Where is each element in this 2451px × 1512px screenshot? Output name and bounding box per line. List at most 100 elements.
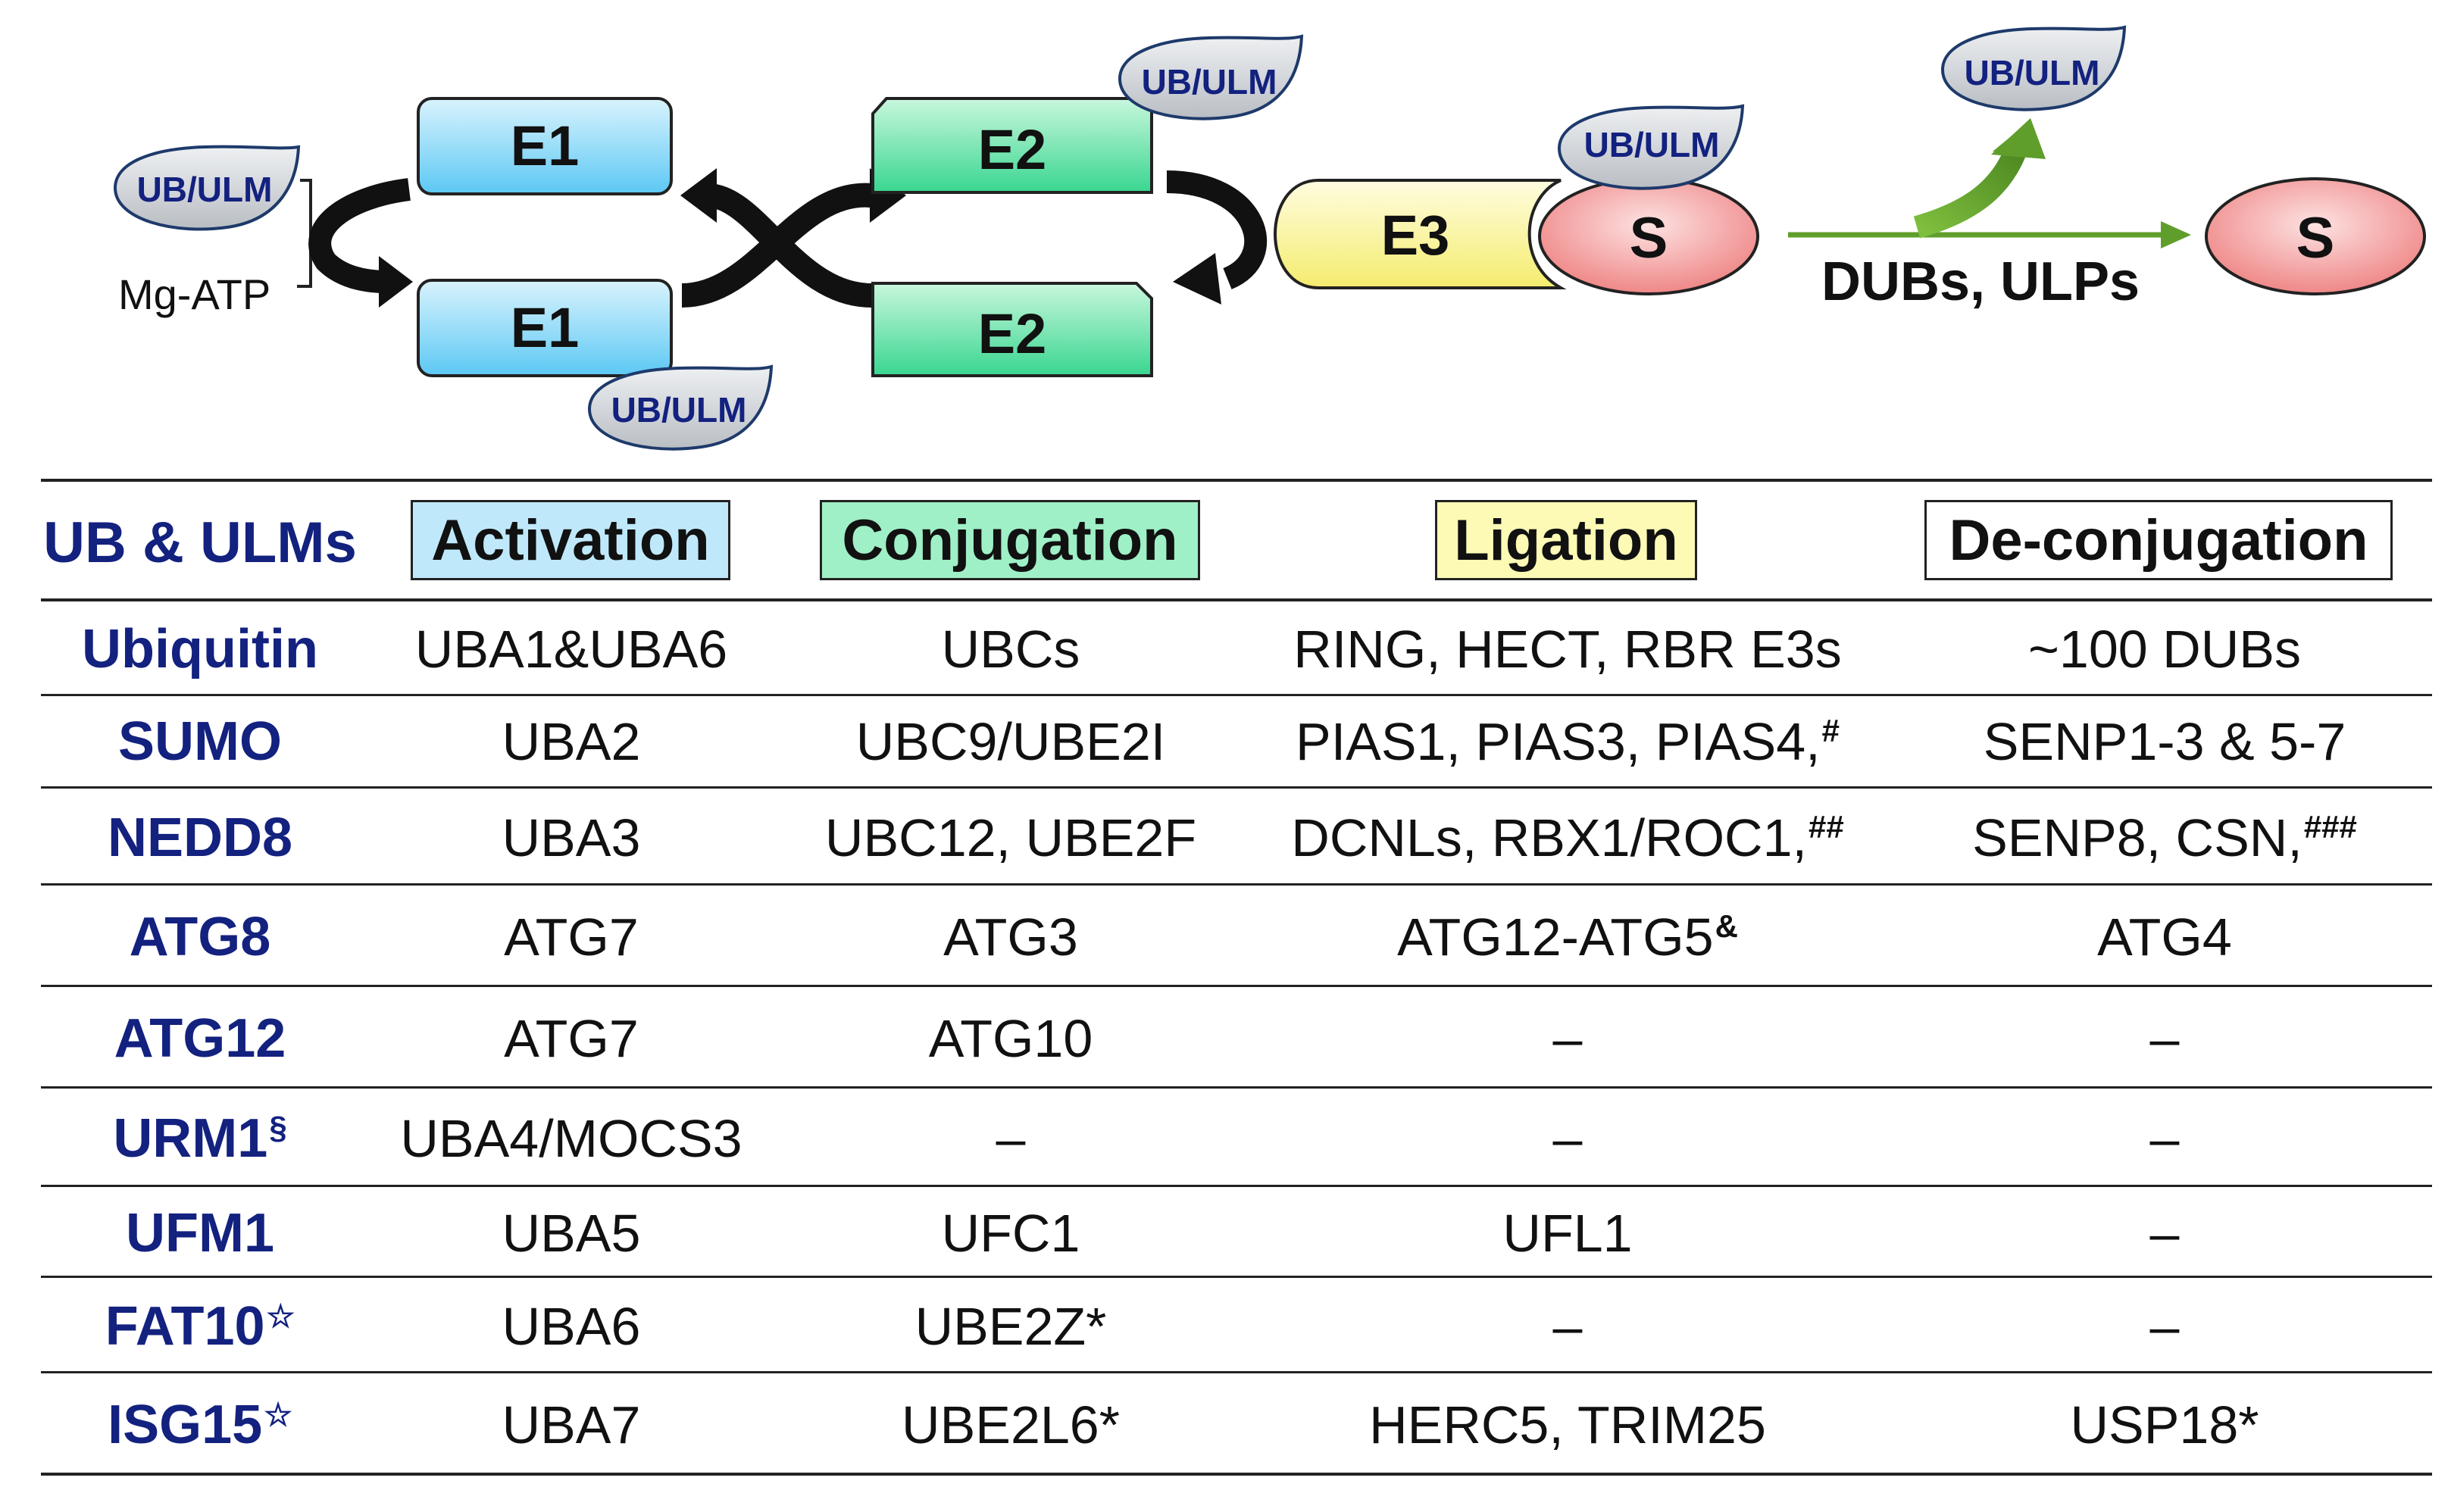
row-ligation: ATG12-ATG5& xyxy=(1238,888,1897,986)
e3-label: E3 xyxy=(1381,204,1450,267)
row-name: UFM1 xyxy=(41,1189,359,1277)
row-ligation-text: ATG12-ATG5 xyxy=(1397,908,1714,967)
ubulm-tag-left-label: UB/ULM xyxy=(137,170,273,209)
row-ligation: PIAS1, PIAS3, PIAS4,# xyxy=(1238,695,1897,788)
ubulm-tag-e2-label: UB/ULM xyxy=(1142,62,1277,102)
row-ligation: – xyxy=(1238,1280,1897,1373)
row-ligation: DCNLs, RBX1/ROC1,## xyxy=(1238,791,1897,885)
row-divider xyxy=(41,1086,2432,1089)
header-deconjugation: De-conjugation xyxy=(1924,500,2393,580)
row-divider xyxy=(41,786,2432,789)
row-activation-text: UBA5 xyxy=(502,1204,641,1263)
row-conjugation: UFC1 xyxy=(783,1189,1238,1277)
mg-atp-label: Mg-ATP xyxy=(118,270,270,318)
row-deconjugation: – xyxy=(1897,1189,2432,1277)
row-ligation-text: – xyxy=(1552,1297,1583,1356)
table-top-rule xyxy=(41,479,2432,482)
e2-to-e3-arrow xyxy=(1166,170,1268,305)
row-name: Ubiquitin xyxy=(41,603,359,695)
header-conjugation: Conjugation xyxy=(820,500,1200,580)
row-ligation-footnote-mark: # xyxy=(1821,713,1840,748)
header-ligation: Ligation xyxy=(1435,500,1697,580)
e1-bottom-box: E1 xyxy=(417,279,673,377)
ubulm-tag-released-label: UB/ULM xyxy=(1965,53,2100,92)
row-deconjugation: – xyxy=(1897,1280,2432,1373)
row-divider xyxy=(41,1371,2432,1373)
row-activation: UBA7 xyxy=(359,1376,783,1474)
row-ligation: HERC5, TRIM25 xyxy=(1238,1376,1897,1474)
e2-bottom-label: E2 xyxy=(978,302,1047,365)
row-conjugation: UBCs xyxy=(783,603,1238,695)
row-deconjugation: – xyxy=(1897,1091,2432,1186)
ubulm-tag-substrate: UB/ULM xyxy=(1557,104,1745,190)
row-activation: UBA1&UBA6 xyxy=(359,603,783,695)
row-deconjugation-text: SENP8, CSN, xyxy=(1972,808,2303,867)
row-activation-text: UBA6 xyxy=(502,1297,641,1356)
row-ligation: – xyxy=(1238,1091,1897,1186)
row-divider xyxy=(41,694,2432,696)
row-name-text: UFM1 xyxy=(126,1203,274,1264)
row-deconjugation-footnote-mark: ### xyxy=(2303,809,2357,845)
row-name-text: Ubiquitin xyxy=(82,619,318,679)
row-deconjugation: SENP1-3 & 5-7 xyxy=(1897,695,2432,788)
row-ligation-text: DCNLs, RBX1/ROC1, xyxy=(1291,808,1807,867)
row-ligation: UFL1 xyxy=(1238,1189,1897,1277)
substrate-bound: S xyxy=(1538,177,1759,295)
row-activation-text: UBA7 xyxy=(502,1395,641,1454)
row-activation-text: UBA4/MOCS3 xyxy=(400,1109,742,1168)
row-name-footnote-mark: § xyxy=(269,1110,287,1145)
e2-top-box: E2 xyxy=(871,97,1153,194)
row-conjugation-text: UBC9/UBE2I xyxy=(855,712,1166,771)
header-ub-ulms: UB & ULMs xyxy=(43,510,357,575)
e2-bottom-box: E2 xyxy=(871,282,1153,377)
row-deconjugation-text: – xyxy=(2149,1109,2180,1168)
e1-activation-arrow xyxy=(308,178,413,308)
e1-bottom-label: E1 xyxy=(511,296,580,359)
row-activation: UBA3 xyxy=(359,791,783,885)
row-name-text: NEDD8 xyxy=(107,808,293,868)
row-activation-text: ATG7 xyxy=(504,908,639,967)
row-conjugation: UBE2L6* xyxy=(783,1376,1238,1474)
row-name: ATG8 xyxy=(41,888,359,986)
e2-top-label: E2 xyxy=(978,118,1047,181)
row-name: URM1§ xyxy=(41,1091,359,1186)
row-activation: ATG7 xyxy=(359,989,783,1088)
row-ligation-text: – xyxy=(1552,1009,1583,1068)
row-ligation-footnote-mark: ## xyxy=(1809,809,1844,845)
row-deconjugation: ATG4 xyxy=(1897,888,2432,986)
dubs-ulps-label: DUBs, ULPs xyxy=(1821,251,2140,312)
row-conjugation: UBC9/UBE2I xyxy=(783,695,1238,788)
row-ligation-text: RING, HECT, RBR E3s xyxy=(1293,620,1842,679)
ubulm-tag-left: UB/ULM xyxy=(113,145,301,231)
ubiquitination-pathway-diagram: UB/ULM Mg-ATP E1 E1 UB/ULM E2 E2 xyxy=(113,25,2426,451)
row-activation: UBA6 xyxy=(359,1280,783,1373)
ubulm-tag-e1-label: UB/ULM xyxy=(611,390,747,430)
row-conjugation: ATG3 xyxy=(783,888,1238,986)
bracket xyxy=(297,179,312,288)
e1-top-box: E1 xyxy=(417,97,673,195)
row-deconjugation: – xyxy=(1897,989,2432,1088)
row-ligation-text: HERC5, TRIM25 xyxy=(1369,1395,1766,1454)
row-conjugation-text: UBC12, UBE2F xyxy=(824,808,1197,867)
deconjugation-arrow xyxy=(1788,118,2191,248)
table-header-rule xyxy=(41,598,2432,601)
row-ligation-footnote-mark: & xyxy=(1715,908,1738,944)
row-deconjugation-text: USP18* xyxy=(2070,1395,2259,1454)
row-conjugation-text: UBE2Z* xyxy=(914,1297,1107,1356)
row-deconjugation-text: – xyxy=(2149,1204,2180,1263)
row-deconjugation-text: ~100 DUBs xyxy=(2028,620,2301,679)
row-name: FAT10☆ xyxy=(41,1280,359,1373)
row-activation-text: ATG7 xyxy=(504,1009,639,1068)
row-deconjugation: USP18* xyxy=(1897,1376,2432,1474)
ubulm-tag-e2: UB/ULM xyxy=(1118,34,1304,120)
substrate-bound-label: S xyxy=(1630,206,1668,270)
row-ligation-text: PIAS1, PIAS3, PIAS4, xyxy=(1296,712,1821,771)
row-divider xyxy=(41,1473,2432,1476)
row-deconjugation-text: ATG4 xyxy=(2097,908,2232,967)
row-conjugation-text: UFC1 xyxy=(941,1204,1080,1263)
row-conjugation-text: ATG10 xyxy=(928,1009,1093,1068)
header-activation: Activation xyxy=(411,500,730,580)
row-name: ISG15☆ xyxy=(41,1376,359,1474)
row-conjugation: ATG10 xyxy=(783,989,1238,1088)
ubulm-tag-e1: UB/ULM xyxy=(587,364,774,451)
